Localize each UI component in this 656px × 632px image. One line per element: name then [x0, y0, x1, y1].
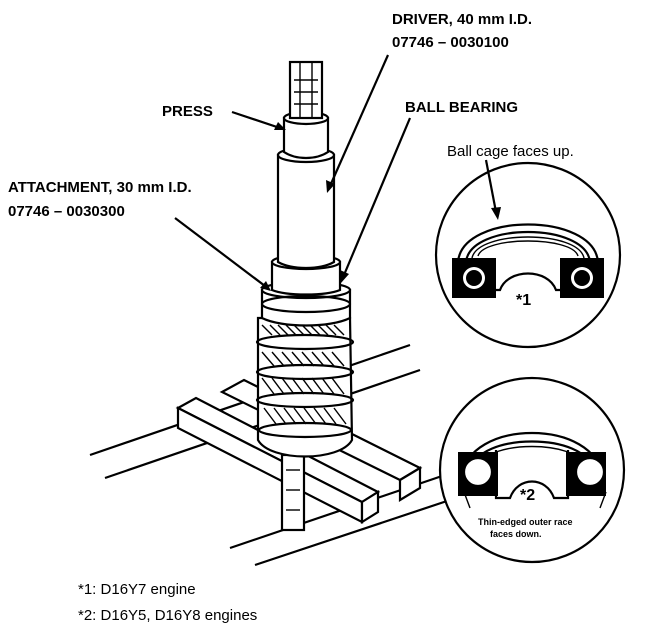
detail-2-marker: *2 — [520, 487, 535, 504]
footnote-1: *1: D16Y7 engine — [78, 581, 196, 598]
attachment-name-label: ATTACHMENT, 30 mm I.D. — [8, 179, 192, 196]
bearing-detail-2-icon — [438, 376, 626, 564]
press-label: PRESS — [162, 103, 213, 120]
attachment-part-label: 07746 – 0030300 — [8, 203, 125, 220]
driver-tool-icon — [276, 146, 336, 270]
driver-part-label: 07746 – 0030100 — [392, 34, 509, 51]
driver-name-label: DRIVER, 40 mm I.D. — [392, 11, 532, 28]
thin-edged-line-1: Thin-edged outer race — [478, 517, 573, 527]
leader-lines — [174, 54, 412, 291]
ball-bearing-label: BALL BEARING — [405, 99, 518, 116]
thin-edged-line-2: faces down. — [490, 529, 542, 539]
shaft-lower — [280, 453, 306, 532]
footnote-2: *2: D16Y5, D16Y8 engines — [78, 607, 257, 624]
press-ram-icon — [282, 60, 330, 160]
detail-1-marker: *1 — [516, 292, 531, 309]
countershaft-gear-icon — [255, 316, 355, 458]
bearing-detail-1-icon — [434, 159, 622, 349]
ball-cage-note: Ball cage faces up. — [447, 143, 574, 160]
